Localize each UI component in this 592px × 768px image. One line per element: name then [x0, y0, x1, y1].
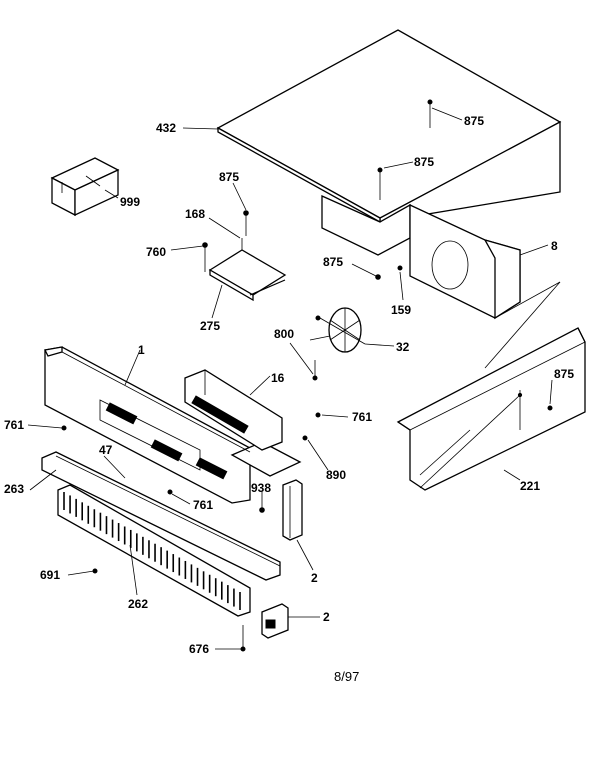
label-761-left: 761	[4, 418, 24, 432]
label-761-center: 761	[193, 498, 213, 512]
label-8: 8	[551, 239, 558, 253]
label-32: 32	[396, 340, 410, 354]
label-47: 47	[99, 443, 113, 457]
label-168: 168	[185, 207, 205, 221]
screw-hardware	[61, 412, 321, 652]
label-938: 938	[251, 481, 271, 495]
leader-lines	[27, 107, 561, 650]
label-875-top: 875	[464, 114, 484, 128]
label-2-lower: 2	[323, 610, 330, 624]
label-760: 760	[146, 245, 166, 259]
side-bracket-part	[282, 479, 303, 541]
label-263: 263	[4, 482, 24, 496]
label-800: 800	[274, 327, 294, 341]
label-890: 890	[326, 468, 346, 482]
top-cover-part	[216, 29, 562, 256]
trim-strip-part	[41, 451, 281, 581]
side-panel-part	[396, 327, 586, 491]
control-panel-part	[44, 346, 302, 504]
corner-bracket-part	[261, 603, 289, 639]
part-labels: 432 875 875 875 999 168 760 275 875 8 15…	[4, 114, 574, 656]
label-875-left: 875	[219, 170, 239, 184]
label-262: 262	[128, 597, 148, 611]
label-1: 1	[138, 343, 145, 357]
label-2-upper: 2	[311, 571, 318, 585]
label-999: 999	[120, 195, 140, 209]
label-16: 16	[271, 371, 285, 385]
box-part	[50, 157, 120, 217]
label-221: 221	[520, 479, 540, 493]
mount-bracket-part	[202, 210, 287, 302]
label-875-mid: 875	[414, 155, 434, 169]
vent-grille-part	[57, 484, 251, 617]
label-875-fan: 875	[323, 255, 343, 269]
display-board-part	[184, 369, 283, 451]
fan-part	[309, 265, 403, 381]
label-875-right: 875	[554, 367, 574, 381]
label-275: 275	[200, 319, 220, 333]
label-676: 676	[189, 642, 209, 656]
rear-bracket-part	[409, 203, 521, 320]
label-691: 691	[40, 568, 60, 582]
label-159: 159	[391, 303, 411, 317]
label-761-right: 761	[352, 410, 372, 424]
label-432: 432	[156, 121, 176, 135]
date-stamp: 8/97	[334, 669, 359, 684]
